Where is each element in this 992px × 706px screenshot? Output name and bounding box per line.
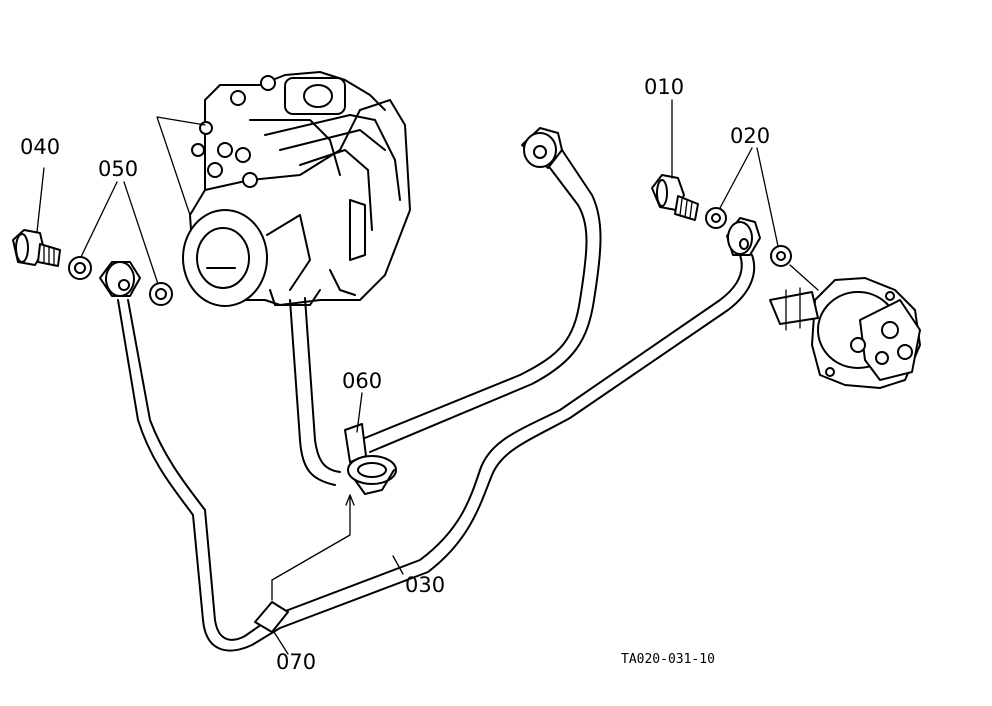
label-020: 020 bbox=[730, 124, 771, 148]
washer-020-a bbox=[705, 207, 727, 229]
label-010: 010 bbox=[644, 75, 685, 99]
clamp-060 bbox=[344, 423, 397, 495]
label-070: 070 bbox=[276, 650, 317, 674]
washer-050-a bbox=[68, 256, 92, 280]
feed-pump bbox=[769, 264, 921, 389]
label-030: 030 bbox=[405, 573, 446, 597]
fuel-pipe-030 bbox=[99, 217, 761, 652]
washer-020-b bbox=[770, 245, 792, 267]
bolt-010 bbox=[651, 174, 699, 221]
bolt-040 bbox=[12, 229, 61, 267]
label-050: 050 bbox=[98, 157, 139, 181]
overflow-pipe bbox=[359, 127, 602, 453]
leader-lines bbox=[36, 99, 779, 655]
label-040: 040 bbox=[20, 135, 61, 159]
label-060: 060 bbox=[342, 369, 383, 393]
injection-pump bbox=[156, 71, 411, 486]
drawing-code: TA020-031-10 bbox=[621, 652, 715, 667]
washer-050-b bbox=[149, 282, 173, 306]
